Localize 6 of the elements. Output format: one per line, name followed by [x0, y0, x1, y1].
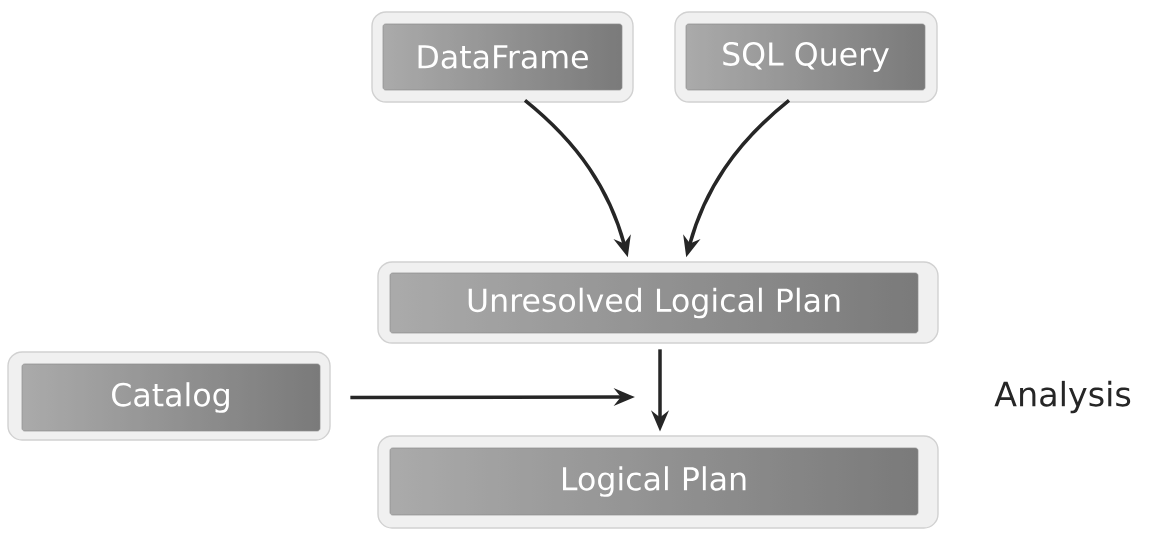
process-box: DataFrame — [371, 11, 634, 103]
process-box: SQL Query — [674, 11, 938, 103]
step-label: Analysis — [994, 380, 1131, 414]
process-box: Catalog — [7, 351, 331, 441]
process-box: Logical Plan — [377, 435, 939, 529]
process-box: Unresolved Logical Plan — [377, 261, 939, 344]
